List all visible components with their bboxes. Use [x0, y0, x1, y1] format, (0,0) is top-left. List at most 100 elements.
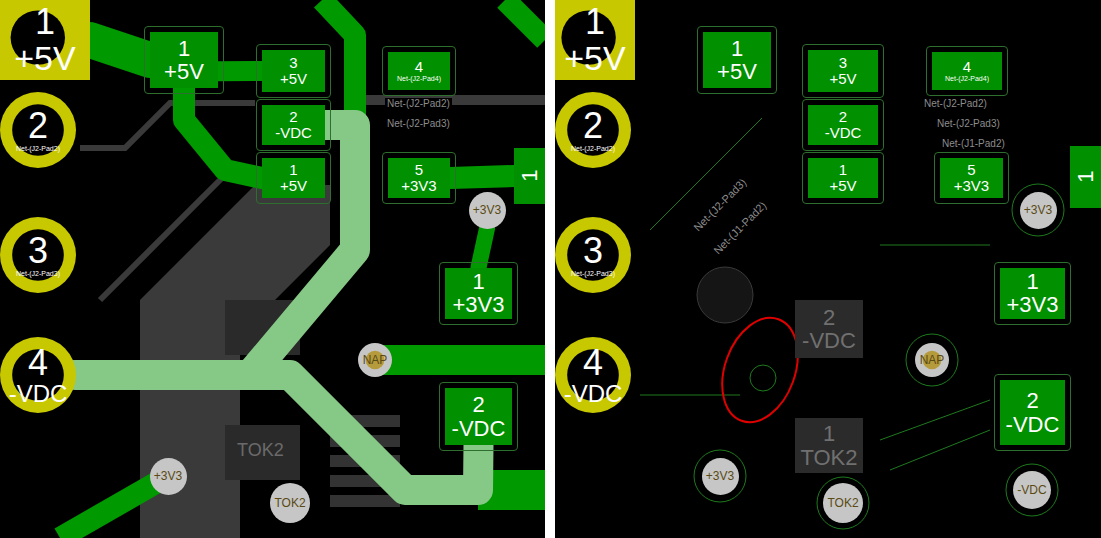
via-ring — [702, 458, 739, 495]
copper-trace — [479, 229, 488, 268]
smd-pad: 1 — [514, 148, 545, 204]
copper-trace — [76, 375, 479, 490]
pad-copper — [445, 268, 512, 319]
net-name: +5V — [717, 60, 757, 83]
pad-copper — [932, 52, 1002, 90]
net-name: -VDC — [452, 417, 506, 440]
via-ring — [823, 483, 863, 523]
pad-number: 5 — [967, 162, 975, 178]
pad-number: 1 — [289, 162, 297, 178]
pad-number: 1 — [35, 3, 55, 41]
net-name: +3V3 — [453, 293, 505, 316]
via: TOK2 — [270, 483, 310, 523]
net-name: +3V3 — [706, 470, 734, 483]
pad-number: 5 — [415, 162, 423, 178]
net-name: +5V — [829, 178, 856, 194]
round-pad: 3Net-(J2-Pad3) — [555, 217, 631, 293]
net-name: +5V — [280, 178, 307, 194]
net-name: Net-(J2-Pad3) — [16, 270, 60, 277]
net-name: -VDC — [1017, 484, 1046, 497]
smd-pad: 4Net-(J2-Pad4) — [388, 52, 450, 90]
via-ring — [270, 483, 310, 523]
via-outline — [750, 365, 776, 391]
via: NAP — [915, 343, 949, 377]
net-name: -VDC — [275, 125, 312, 141]
net-label: Net-(J1-Pad2) — [940, 138, 1007, 150]
via-ring — [150, 458, 187, 495]
pad-number: 3 — [583, 232, 603, 270]
pad-number: 1 — [839, 162, 847, 178]
copper-track — [375, 345, 545, 375]
net-name: +5V — [164, 60, 204, 83]
net-name: +3V3 — [154, 470, 182, 483]
pad-copper — [388, 52, 450, 90]
pad-copper — [703, 32, 771, 88]
smd-pad: 2-VDC — [1000, 380, 1065, 445]
via-clearance — [817, 477, 869, 529]
net-name: Net-(J2-Pad4) — [397, 75, 441, 82]
copper-trace — [450, 176, 514, 178]
net-label: Net-(J2-Pad2) — [385, 98, 452, 110]
pad-copper — [262, 158, 325, 198]
panel-divider — [545, 0, 555, 538]
round-pad: 4-VDC — [555, 337, 631, 413]
net-name: NAP — [920, 354, 945, 367]
pad-copper — [555, 0, 635, 80]
via-clearance — [1006, 464, 1058, 516]
net-name: -VDC — [9, 381, 68, 406]
square-pad: 1+5V — [0, 0, 90, 80]
pad-copper — [445, 388, 512, 445]
copper-trace — [184, 88, 262, 178]
net-name: Net-(J2-Pad3) — [571, 270, 615, 277]
net-name: Net-(J2-Pad2) — [16, 145, 60, 152]
net-name: +5V — [280, 71, 307, 87]
via-ring — [1020, 192, 1057, 229]
via-clearance — [1012, 184, 1064, 236]
ghost-pad: 1TOK2 — [795, 418, 863, 473]
track-outline — [890, 430, 990, 470]
pad-copper — [1000, 268, 1065, 319]
inner-track — [80, 103, 255, 148]
copper-track — [505, 0, 545, 40]
via-ring — [469, 192, 506, 229]
inner-track — [100, 175, 225, 300]
drill-hole — [12, 104, 64, 156]
net-label: Net-(J2-Pad3) — [935, 118, 1002, 130]
round-pad: 2Net-(J2-Pad2) — [555, 92, 631, 168]
pad-copper — [555, 92, 631, 168]
pad-copper — [808, 50, 878, 92]
via-ring — [915, 343, 949, 377]
pad-number: 4 — [963, 59, 971, 75]
pad-number: 3 — [289, 55, 297, 71]
pad-copper — [0, 0, 90, 80]
pad-copper — [555, 217, 631, 293]
net-name: +5V — [829, 71, 856, 87]
smd-pad: 2-VDC — [445, 388, 512, 445]
hole-outline — [697, 267, 753, 323]
net-name: +3V3 — [1007, 293, 1059, 316]
net-name: -VDC — [564, 381, 623, 406]
via-clearance — [694, 450, 746, 502]
pad-copper — [1070, 146, 1101, 208]
smd-pad: 1+5V — [150, 32, 218, 88]
pad-copper — [262, 105, 325, 145]
net-name: NAP — [363, 354, 388, 367]
pad-number: 2 — [583, 107, 603, 145]
pad-copper — [940, 158, 1003, 198]
pad-copper — [808, 105, 878, 145]
pad-number: 2 — [472, 393, 484, 416]
smd-pad: 1+3V3 — [1000, 268, 1065, 319]
pad-copper — [514, 148, 545, 204]
smd-pad: 4Net-(J2-Pad4) — [932, 52, 1002, 90]
copper-track — [60, 476, 168, 538]
pad-number: 1 — [1074, 171, 1097, 183]
square-pad: 1+5V — [555, 0, 635, 80]
net-name: +3V3 — [473, 204, 501, 217]
pad-number: 2 — [823, 306, 835, 329]
round-pad: 3Net-(J2-Pad3) — [0, 217, 76, 293]
net-name: -VDC — [1006, 413, 1060, 436]
pad-copper — [0, 217, 76, 293]
pad-number: 2 — [839, 109, 847, 125]
drill-hole — [567, 104, 619, 156]
